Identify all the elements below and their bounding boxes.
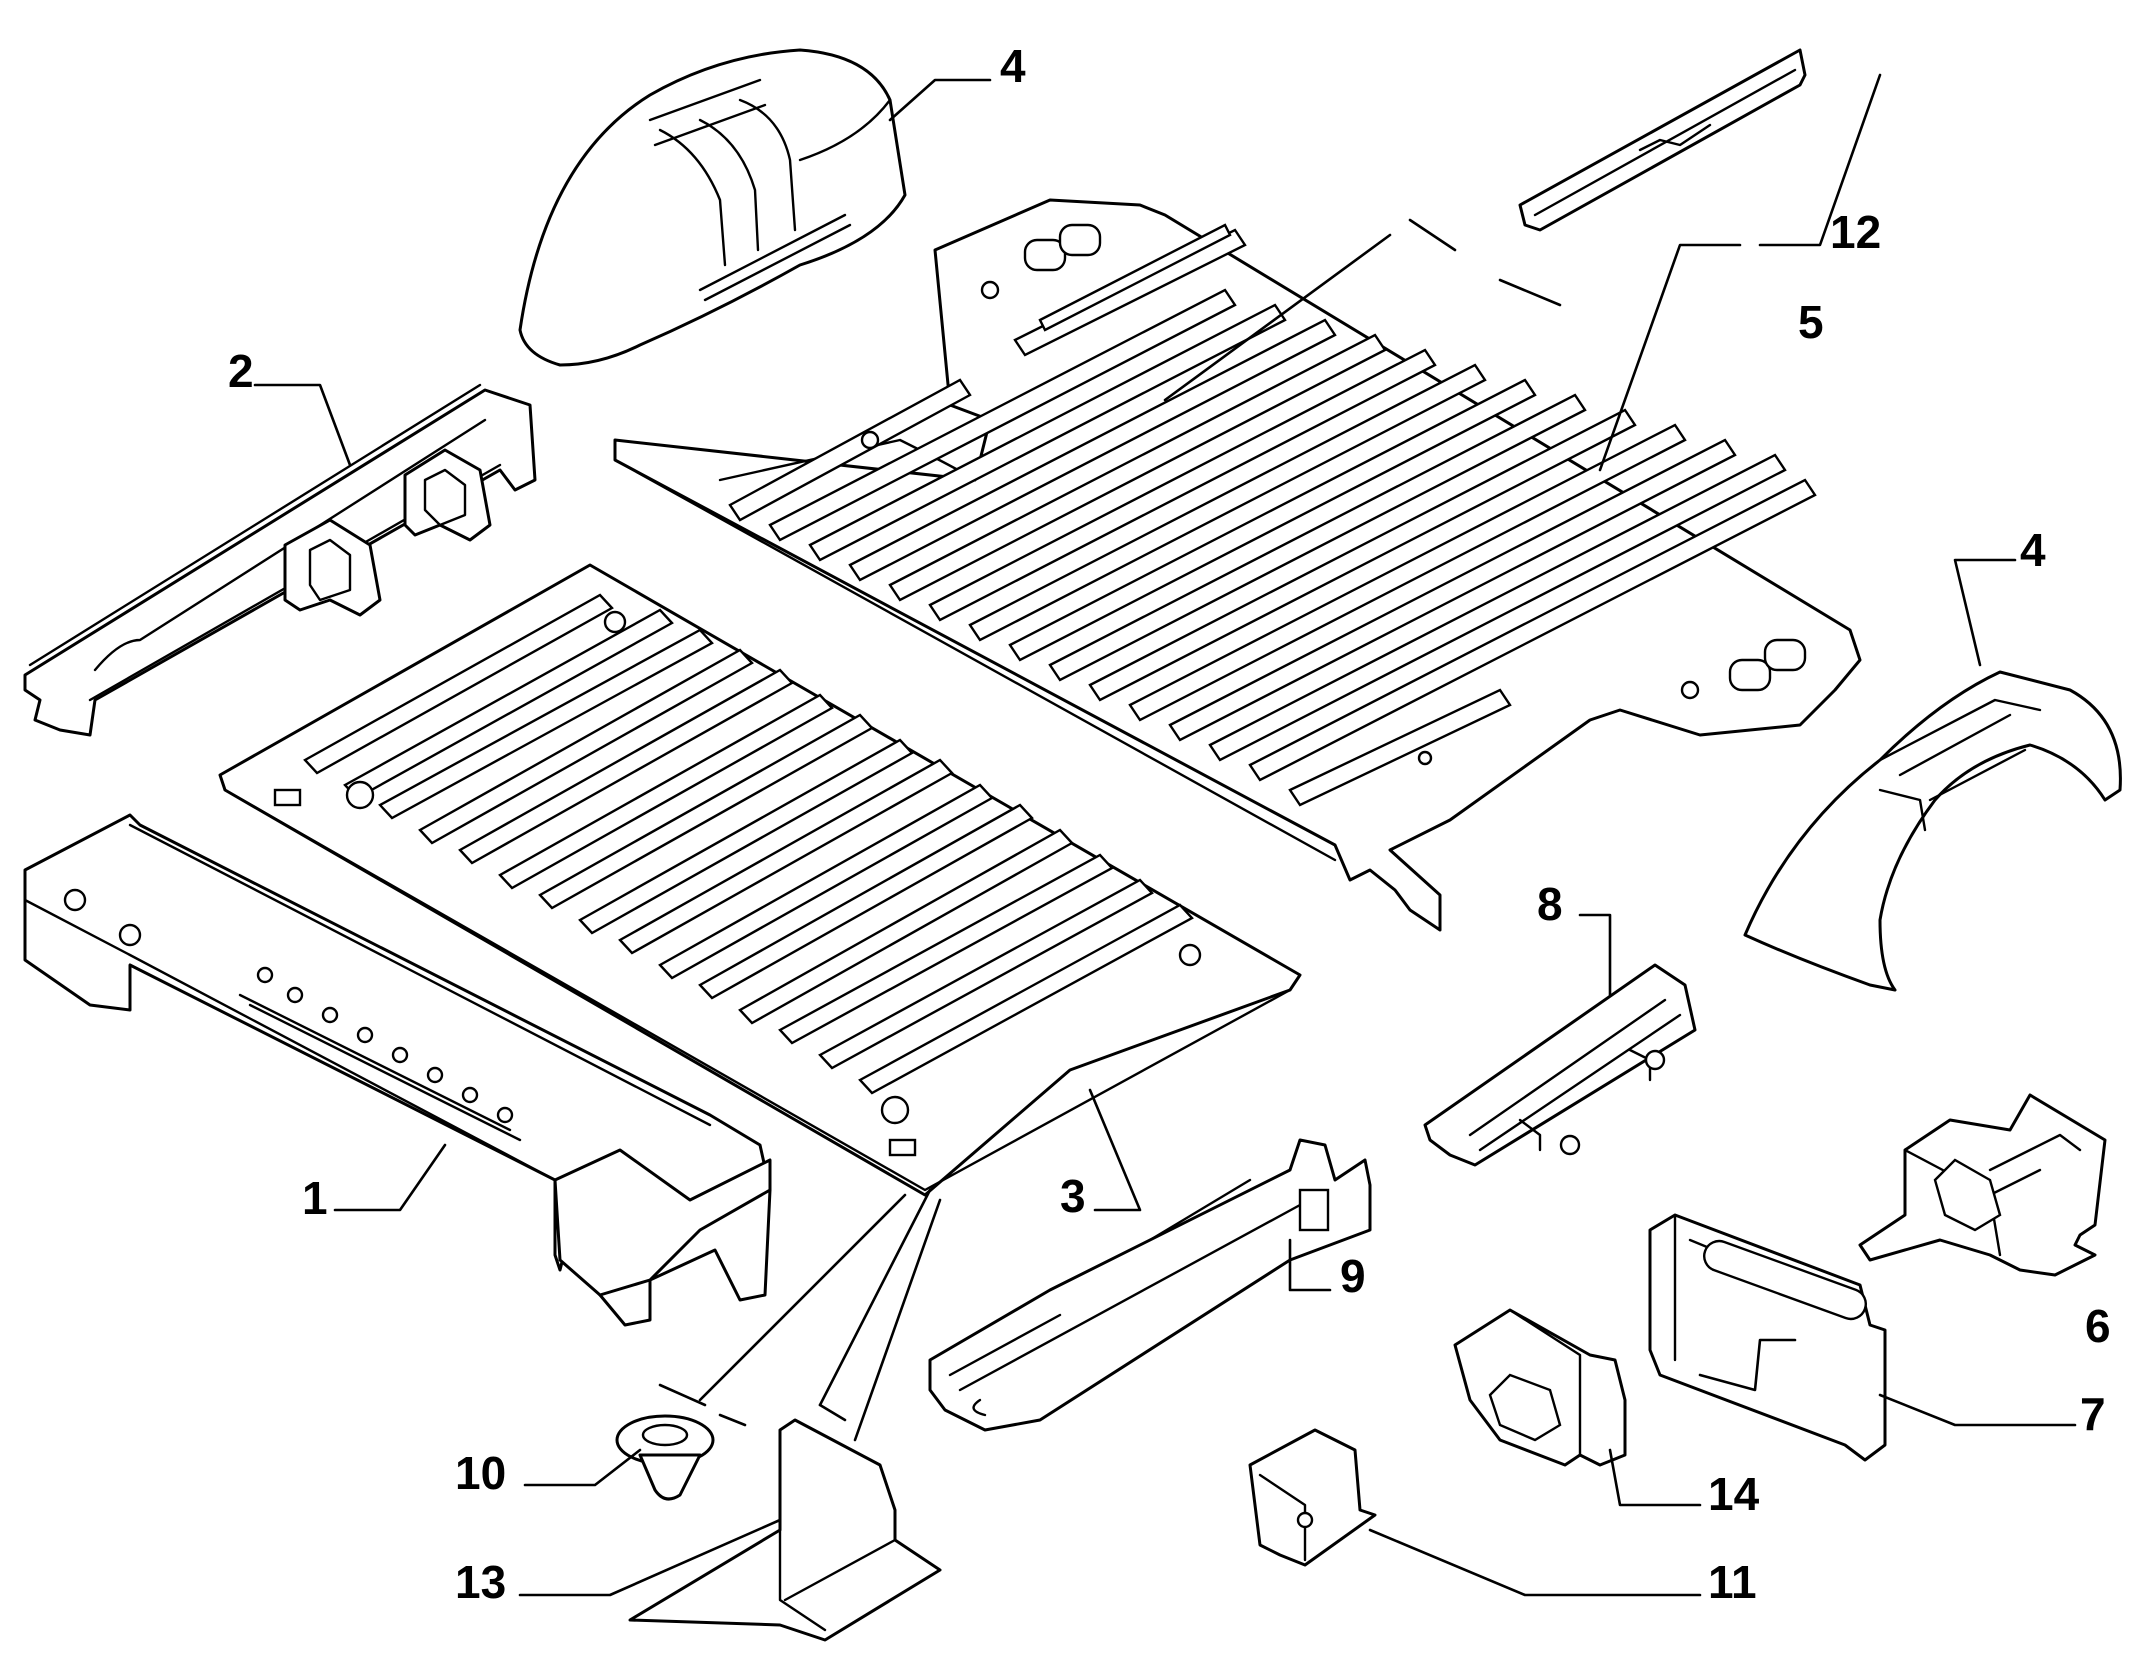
callout-7: 7 [2080, 1388, 2106, 1440]
callout-10: 10 [455, 1447, 506, 1499]
part-7-box-section [1648, 1213, 1887, 1462]
rear-floor-slot [1728, 658, 1772, 692]
callout-9: 9 [1340, 1250, 1366, 1302]
part-10-plug [615, 1414, 715, 1501]
front-floor-tab [888, 1138, 917, 1157]
leader-lines [253, 73, 2077, 1597]
box-section-slot [1703, 1239, 1867, 1321]
callout-4-right: 4 [2020, 524, 2046, 576]
callout-2: 2 [228, 345, 254, 397]
part-6-bracket [1858, 1093, 2107, 1277]
callout-4-top: 4 [1000, 40, 1026, 92]
part-13-gusset [628, 1418, 942, 1642]
front-floor-tab [273, 788, 302, 807]
part-4-top-wheel-arch [518, 48, 907, 367]
callout-labels: 4 2 12 5 4 1 3 8 9 7 6 14 11 10 13 [228, 40, 2111, 1608]
rear-floor-slot [1058, 223, 1102, 257]
callout-5: 5 [1798, 296, 1824, 348]
callout-13: 13 [455, 1556, 506, 1608]
callout-1: 1 [302, 1172, 328, 1224]
callout-11: 11 [1708, 1556, 1757, 1608]
callout-6: 6 [2085, 1300, 2111, 1352]
rear-floor-fixing [1680, 680, 1700, 700]
part-9-side-rail [928, 1138, 1372, 1432]
front-floor-fixing [1178, 943, 1202, 967]
part-4-right-wheel-arch [1743, 670, 2122, 992]
front-floor-ribs [303, 593, 1194, 1095]
part-2-crossmember [23, 383, 537, 737]
callout-8: 8 [1537, 878, 1563, 930]
part-1-front-crossmember [23, 813, 772, 1327]
part-14-bracket [1453, 1308, 1627, 1467]
rear-floor-fixing [980, 280, 1000, 300]
part-12-upper-strip [1518, 48, 1807, 232]
part-5-rear-floor-panel [613, 198, 1862, 932]
part-11-block [1248, 1428, 1377, 1567]
callout-3: 3 [1060, 1170, 1086, 1222]
rear-floor-ribs [728, 223, 1817, 807]
front-floor-fixing [880, 1095, 910, 1125]
callout-14: 14 [1708, 1468, 1760, 1520]
side-rail-window [1298, 1188, 1330, 1232]
callout-12: 12 [1830, 206, 1881, 258]
front-floor-fixing [345, 780, 375, 810]
rear-floor-slot [1763, 638, 1807, 672]
rear-floor-fixing [1417, 750, 1433, 766]
rear-floor-fixing [860, 430, 880, 450]
assembly-lines [658, 218, 1562, 1442]
part-3-front-floor-panel [218, 563, 1302, 1197]
part-8-bracket [1423, 963, 1697, 1167]
front-floor-fixing [603, 610, 627, 634]
rear-floor-slot [1023, 238, 1067, 272]
